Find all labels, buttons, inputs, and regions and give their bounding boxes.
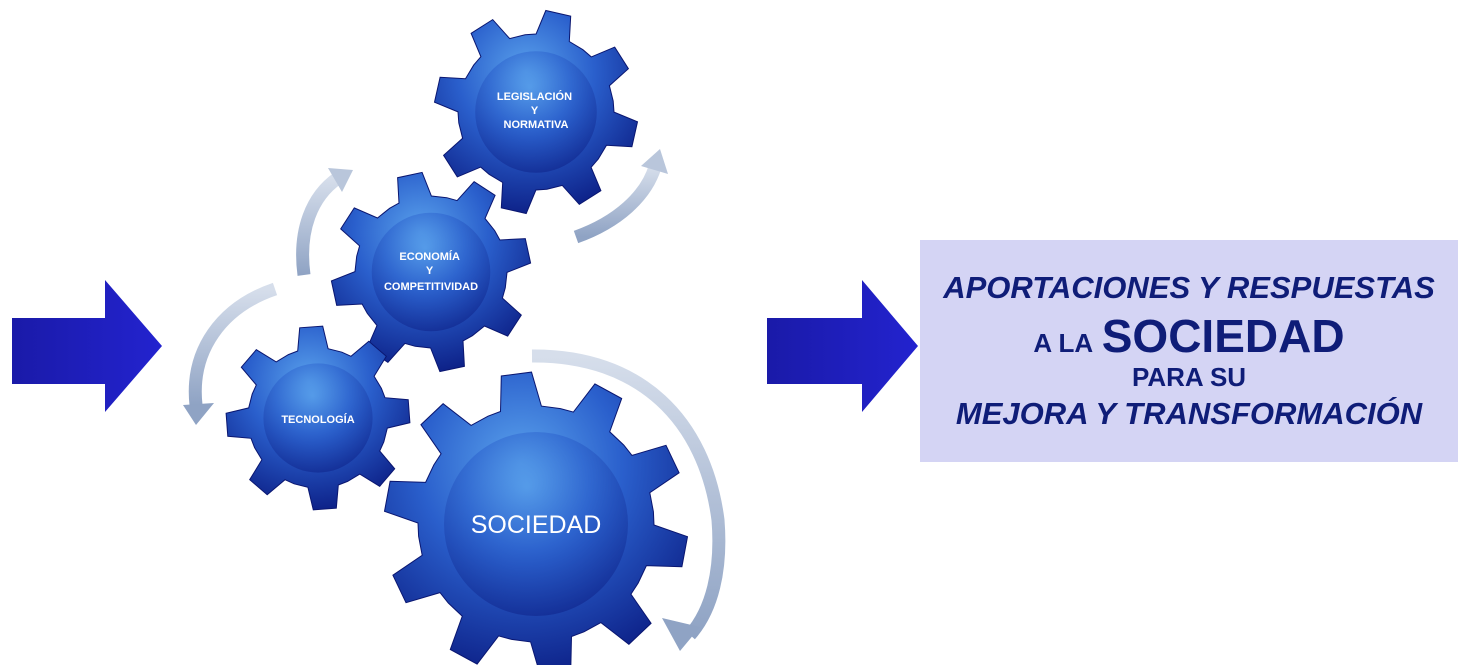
gear-tecnologia-hub <box>263 363 373 473</box>
gear-economia-line-2: Y <box>426 265 434 277</box>
curved-arrow-tecnologia-icon <box>183 282 278 425</box>
curved-arrow-legislacion-icon <box>573 149 668 244</box>
gear-legislacion-line-3: NORMATIVA <box>504 119 569 131</box>
gear-tecnologia-label: TECNOLOGÍA <box>281 413 354 426</box>
result-line-4: MEJORA Y TRANSFORMACIÓN <box>955 396 1423 432</box>
gear-legislacion-hub <box>475 51 597 173</box>
gear-sociedad-label: SOCIEDAD <box>471 511 602 539</box>
result-line-2-prefix: A LA <box>1033 327 1094 358</box>
gear-tecnologia-line-1: TECNOLOGÍA <box>281 413 354 426</box>
gear-economia-line-3: COMPETITIVIDAD <box>384 281 478 293</box>
gear-sociedad-hub <box>444 432 628 616</box>
gear-legislacion-line-1: LEGISLACIÓN <box>497 90 572 103</box>
gear-legislacion-label: LEGISLACIÓN Y NORMATIVA <box>497 90 575 131</box>
gear-tecnologia-icon <box>225 325 411 511</box>
result-line-2-main: SOCIEDAD <box>1101 309 1345 362</box>
gear-economia-icon <box>330 171 532 373</box>
gear-economia-line-1: ECONOMÍA <box>399 250 460 263</box>
gear-legislacion-line-2: Y <box>531 105 539 117</box>
result-line-3: PARA SU <box>1131 361 1247 392</box>
gear-economia-label: ECONOMÍA Y COMPETITIVIDAD <box>384 250 478 293</box>
left-arrow-icon <box>12 280 162 412</box>
gear-economia-hub <box>371 212 491 332</box>
result-line-2: A LA SOCIEDAD <box>1033 310 1344 363</box>
gear-legislacion-icon <box>433 9 639 215</box>
middle-arrow-icon <box>767 280 918 412</box>
curved-arrow-sociedad-icon <box>531 349 726 651</box>
gear-sociedad-line-1: SOCIEDAD <box>471 511 602 539</box>
gear-sociedad-icon <box>383 371 689 665</box>
curved-arrow-economia-icon <box>296 168 353 276</box>
result-box: APORTACIONES Y RESPUESTAS A LA SOCIEDAD … <box>920 240 1458 462</box>
result-line-1: APORTACIONES Y RESPUESTAS <box>943 269 1435 305</box>
